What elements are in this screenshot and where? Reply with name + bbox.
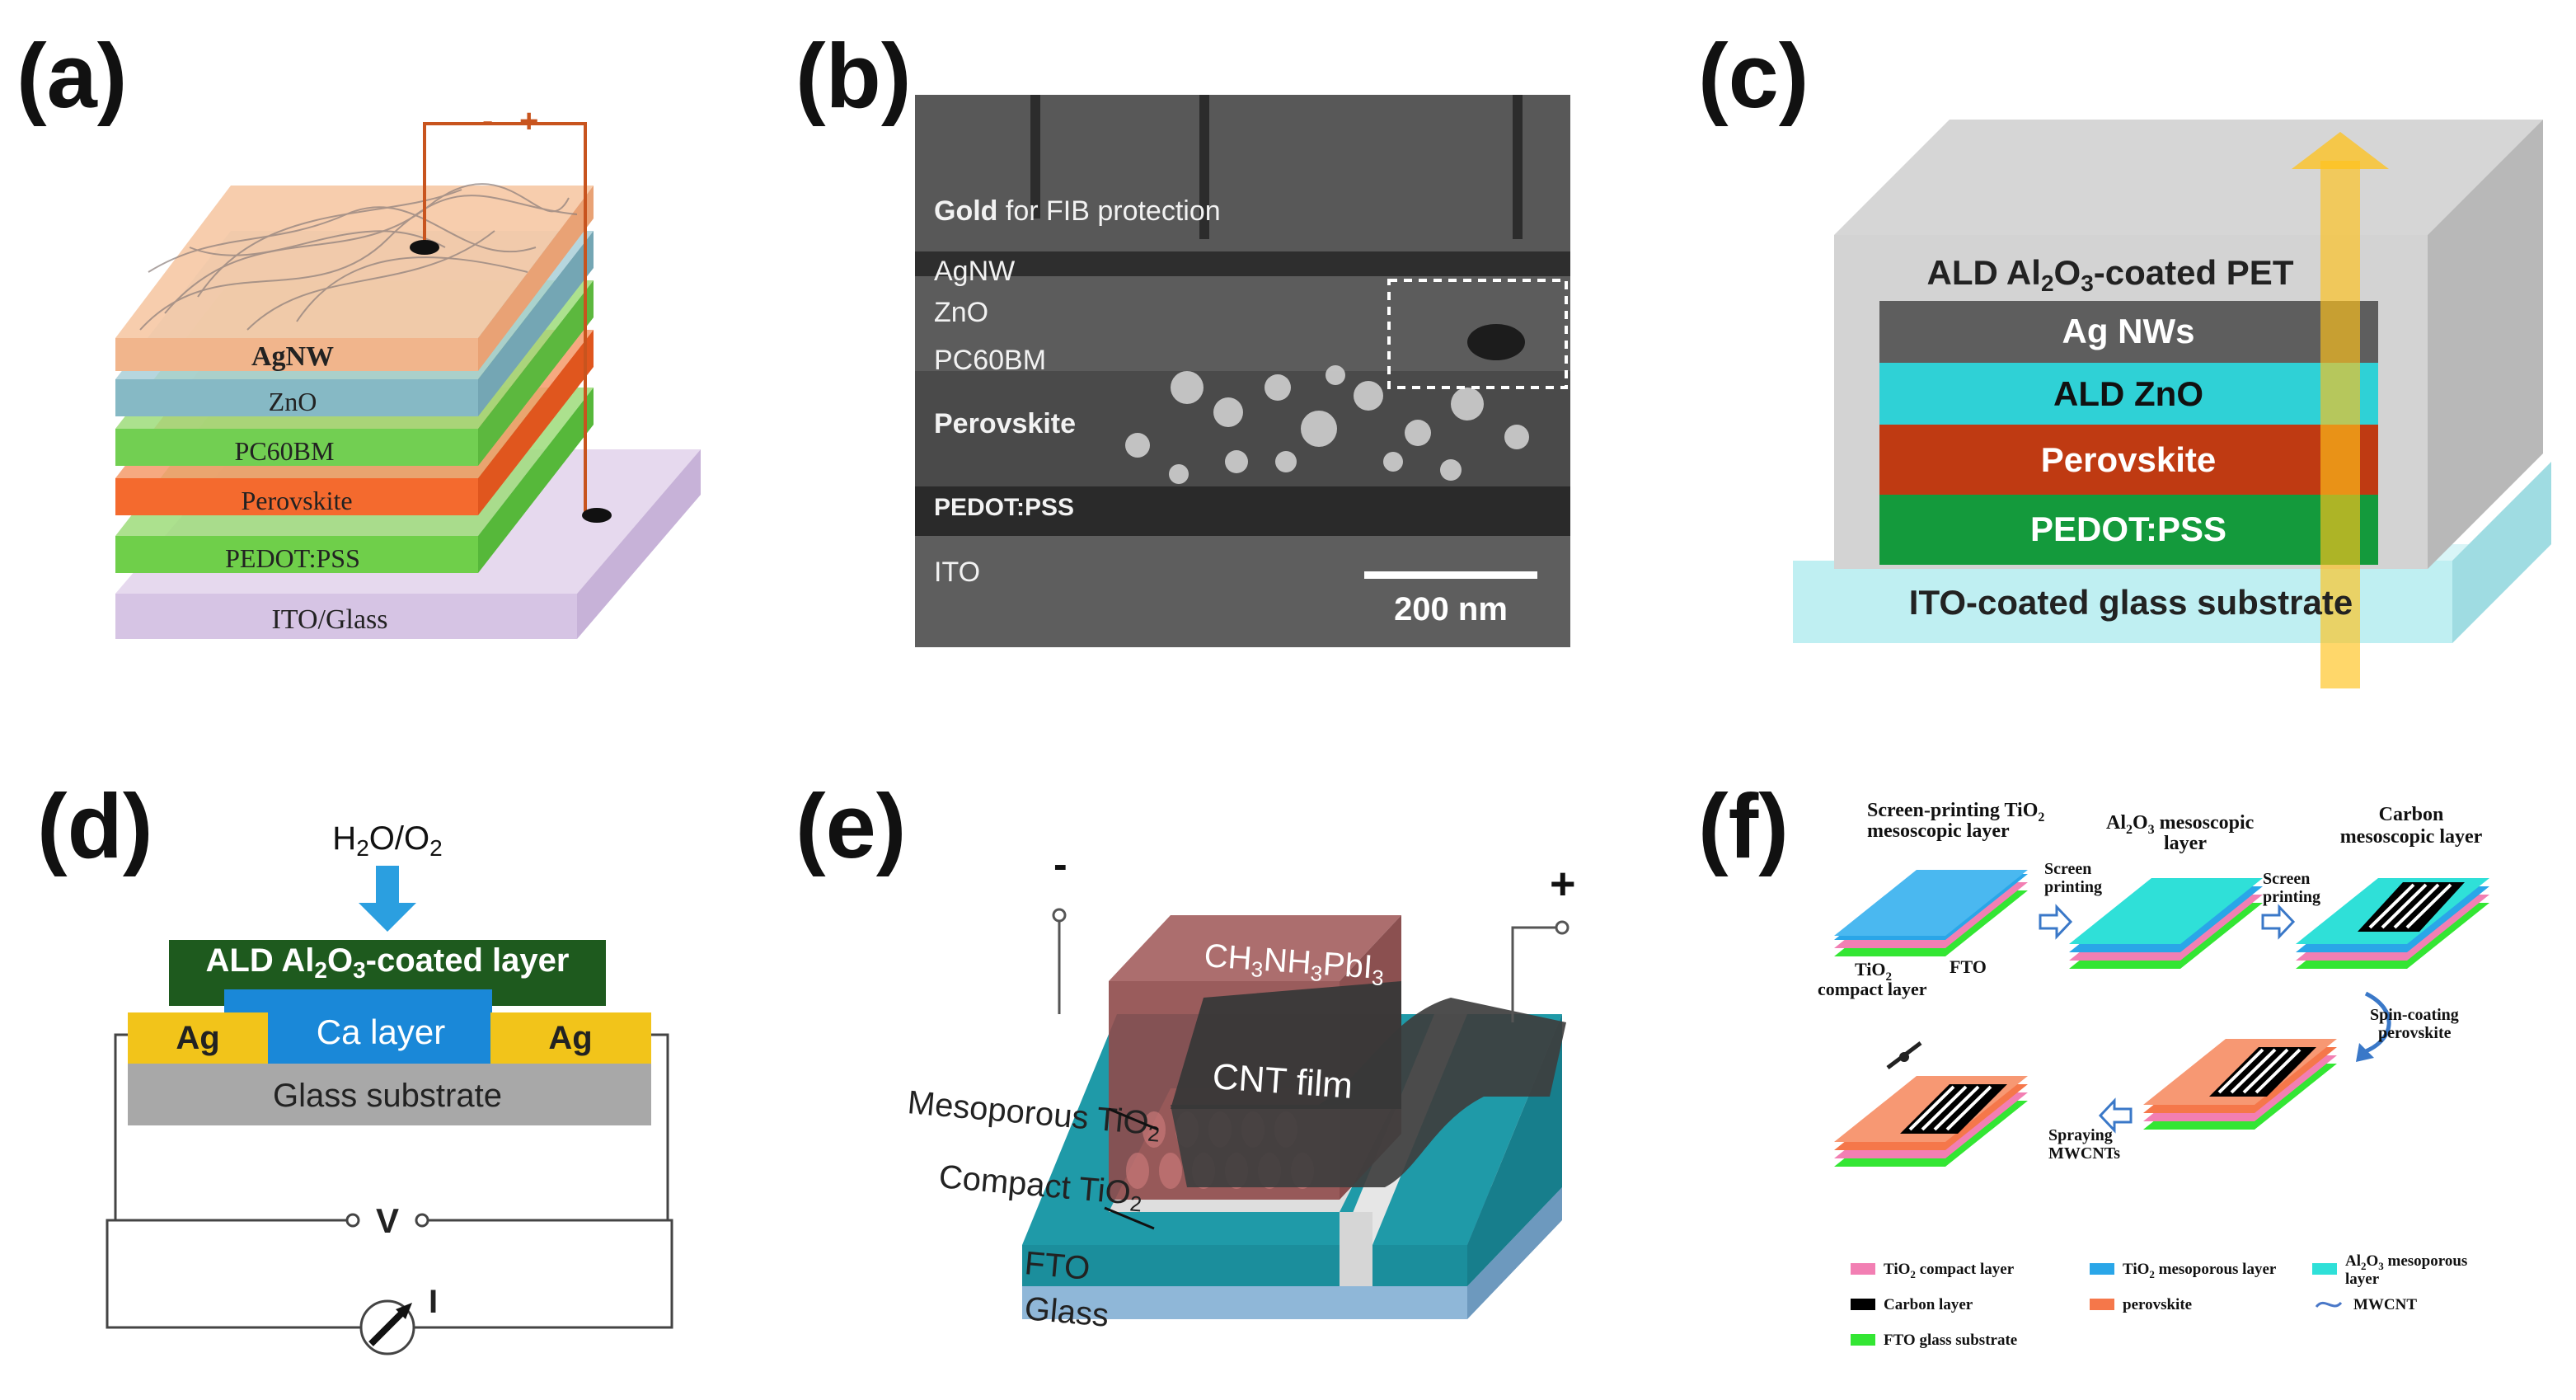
panel-f-step2-line1: Al2O3 mesoscopic	[2106, 812, 2255, 837]
legend-al2o3-layer: layer	[2345, 1271, 2380, 1288]
panel-a-label-zno: ZnO	[269, 387, 317, 416]
panel-d-current-label: I	[429, 1284, 438, 1320]
panel-b-label-pcbm: PC60BM	[934, 345, 1046, 376]
panel-a-label-perovskite: Perovskite	[241, 486, 352, 515]
panel-e-plus: +	[1550, 859, 1576, 909]
panel-d-gas-label: H2O/O2	[332, 820, 442, 861]
panel-label-d: (d)	[37, 776, 152, 877]
panel-a-minus: -	[482, 103, 493, 139]
legend-carbon: Carbon layer	[1884, 1296, 1973, 1313]
panel-d-voltage-label: V	[376, 1201, 399, 1240]
panel-c-label-agnw: Ag NWs	[2062, 312, 2195, 350]
panel-d-coated-label: ALD Al2O3-coated layer	[206, 942, 570, 983]
legend-fto-glass: FTO glass substrate	[1884, 1332, 2017, 1349]
panel-f-step1-line2: mesoscopic layer	[1867, 820, 2010, 842]
panel-f-arrow-1	[2039, 904, 2073, 940]
panel-c-top-label: ALD Al2O3-coated PET	[1927, 253, 2294, 296]
panel-label-e: (e)	[795, 776, 906, 877]
panel-label-a: (a)	[16, 26, 127, 127]
panel-label-b: (b)	[795, 26, 911, 127]
panel-b-label-agnw: AgNW	[934, 256, 1015, 287]
panel-f-device-5	[1834, 1041, 2028, 1167]
panel-f-process-flow: Screen-printing TiO2 mesoscopic layer Al…	[1818, 800, 2489, 1349]
panel-a-label-pedot: PEDOT:PSS	[225, 543, 360, 573]
panel-f-device-2	[2069, 878, 2263, 969]
panel-f-device-3	[2296, 878, 2489, 969]
panel-label-f: (f)	[1698, 776, 1789, 877]
panel-f-arrow4-line1: Spraying	[2048, 1126, 2113, 1144]
panel-b-label-perovskite: Perovskite	[934, 408, 1076, 439]
panel-f-arrow-4	[2098, 1097, 2133, 1134]
panel-e-label-glass: Glass	[1023, 1290, 1110, 1334]
panel-b-label-ito: ITO	[934, 557, 980, 588]
panel-e-label-fto: FTO	[1023, 1245, 1091, 1287]
legend-al2o3-mesoporous: Al2O3 mesoporous	[2345, 1252, 2467, 1272]
panel-e-minus: -	[1053, 841, 1067, 887]
panel-f-arrow-3	[2364, 991, 2391, 1054]
panel-b-scale-bar	[1364, 571, 1537, 579]
legend-perovskite: perovskite	[2123, 1296, 2192, 1313]
legend-tio2-mesoporous: TiO2 mesoporous layer	[2123, 1261, 2277, 1280]
panel-f-arrow2-line1: Screen	[2263, 870, 2310, 888]
panel-f-step1-line1: Screen-printing TiO2	[1867, 800, 2044, 824]
panel-f-device-1	[1834, 870, 2028, 956]
panel-f-step2-line2: layer	[2164, 833, 2207, 854]
panel-e-cnt-device: - + CH3NH3PbI3 CNT film Mesoporous TiO2 …	[906, 841, 1576, 1334]
panel-f-arrow3-line1: Spin-coating	[2370, 1006, 2459, 1024]
panel-b-label-zno: ZnO	[934, 297, 988, 328]
panel-f-step3-line1: Carbon	[2379, 804, 2444, 825]
panel-b-sem-image: Gold for FIB protection AgNW ZnO PC60BM …	[915, 95, 1570, 647]
panel-b-scale-label: 200 nm	[1394, 591, 1508, 627]
panel-f-step3-line2: mesoscopic layer	[2340, 826, 2483, 848]
panel-f-arrow4-line2: MWCNTs	[2048, 1144, 2120, 1163]
panel-e-label-cnt: CNT film	[1211, 1056, 1354, 1106]
panel-f-legend: TiO2 compact layer TiO2 mesoporous layer…	[1851, 1252, 2467, 1349]
panel-c-label-perovskite: Perovskite	[2041, 440, 2216, 479]
panel-f-arrow1-line1: Screen	[2044, 860, 2091, 878]
panel-f-fto-label: FTO	[1950, 956, 1987, 977]
panel-c-label-pedot: PEDOT:PSS	[2030, 510, 2226, 548]
legend-tio2-compact: TiO2 compact layer	[1884, 1261, 2015, 1280]
panel-d-glass-label: Glass substrate	[273, 1078, 502, 1114]
panel-c-label-substrate: ITO-coated glass substrate	[1909, 583, 2353, 622]
panel-f-arrow-2	[2261, 904, 2296, 940]
panel-f-compact-line2: compact layer	[1818, 979, 1927, 999]
panel-f-arrow1-line2: printing	[2044, 878, 2102, 896]
legend-mwcnt: MWCNT	[2353, 1296, 2417, 1313]
panel-a-device-stack: - + AgNW ZnO PC60BM Perovskite PEDOT:PSS…	[115, 103, 701, 639]
panel-d-ca-label: Ca layer	[317, 1012, 445, 1051]
panel-b-label-pedot: PEDOT:PSS	[934, 494, 1074, 521]
panel-c-encapsulated-device: ALD Al2O3-coated PET Ag NWs ALD ZnO Pero…	[1793, 120, 2551, 688]
panel-a-label-agnw: AgNW	[251, 341, 334, 372]
panel-f-device-4	[2143, 1039, 2337, 1130]
panel-label-c: (c)	[1698, 26, 1809, 127]
panel-d-ag-left: Ag	[176, 1020, 219, 1056]
panel-d-ca-test: H2O/O2 ALD Al2O3-coated layer Ca layer A…	[106, 820, 673, 1355]
panel-a-label-pcbm: PC60BM	[235, 436, 335, 466]
panel-b-label-gold: Gold for FIB protection	[934, 195, 1221, 227]
panel-a-plus: +	[519, 103, 538, 139]
panel-f-arrow3-line2: perovskite	[2378, 1024, 2452, 1042]
panel-f-arrow2-line2: printing	[2263, 888, 2320, 906]
panel-d-ag-right: Ag	[548, 1020, 592, 1056]
panel-c-label-zno: ALD ZnO	[2053, 374, 2203, 413]
panel-a-label-ito: ITO/Glass	[271, 604, 387, 635]
